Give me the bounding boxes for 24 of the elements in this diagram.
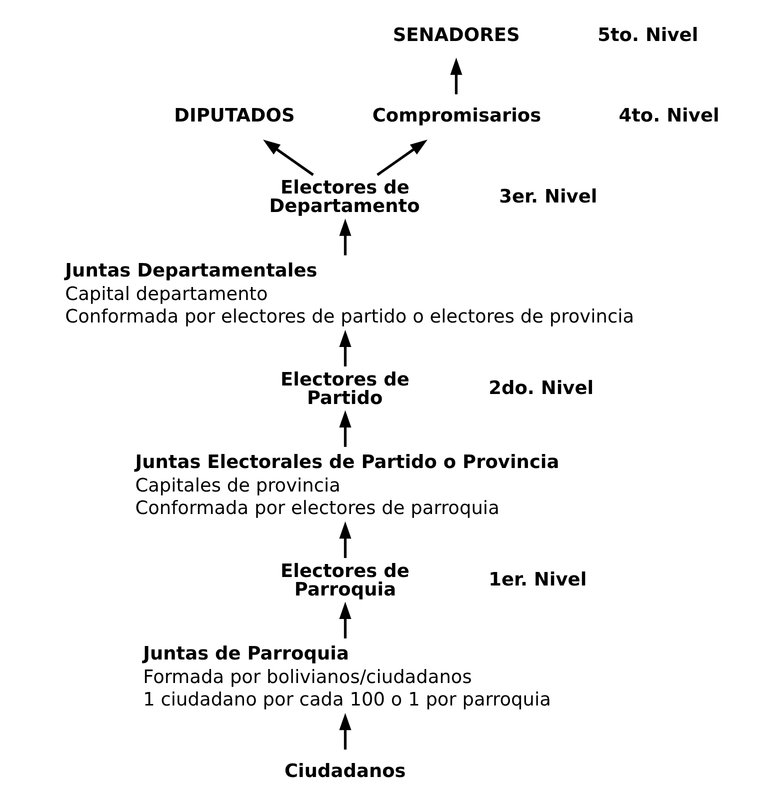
arrow bbox=[339, 218, 352, 256]
label: 5to. Nivel bbox=[598, 25, 698, 46]
arrow bbox=[450, 58, 462, 94]
node-text: Electores de Departamento bbox=[269, 178, 420, 218]
node-text: Juntas de Parroquia Formada por bolivianos/ciudadanos 1 ciudadano por cada 100 o 1 por parroquia bbox=[143, 643, 551, 711]
arrow bbox=[339, 410, 352, 447]
node-text: Ciudadanos bbox=[284, 761, 406, 782]
node-text: Electores de Parroquia bbox=[280, 560, 410, 600]
arrow bbox=[263, 140, 314, 176]
label: 4to. Nivel bbox=[618, 106, 720, 127]
node-text: Compromisarios bbox=[372, 106, 542, 127]
arrow bbox=[339, 521, 352, 558]
node-text: Juntas Electorales de Partido o Provincia Capitales de provincia Conformada por electores de parroquia bbox=[135, 452, 560, 520]
arrow bbox=[339, 602, 352, 638]
node-text: Juntas Departamentales Capital departamento Conformada por electores de partido o electores de provincia bbox=[65, 260, 634, 328]
label: 1er. Nivel bbox=[488, 569, 587, 590]
node-text: Electores de Partido bbox=[280, 369, 410, 409]
node-text: SENADORES bbox=[392, 25, 520, 46]
arrow bbox=[376, 140, 428, 176]
label: 2do. Nivel bbox=[488, 378, 594, 399]
arrow bbox=[339, 330, 352, 366]
label: 3er. Nivel bbox=[499, 186, 598, 208]
arrow bbox=[339, 712, 352, 750]
node-text: DIPUTADOS bbox=[174, 106, 295, 127]
